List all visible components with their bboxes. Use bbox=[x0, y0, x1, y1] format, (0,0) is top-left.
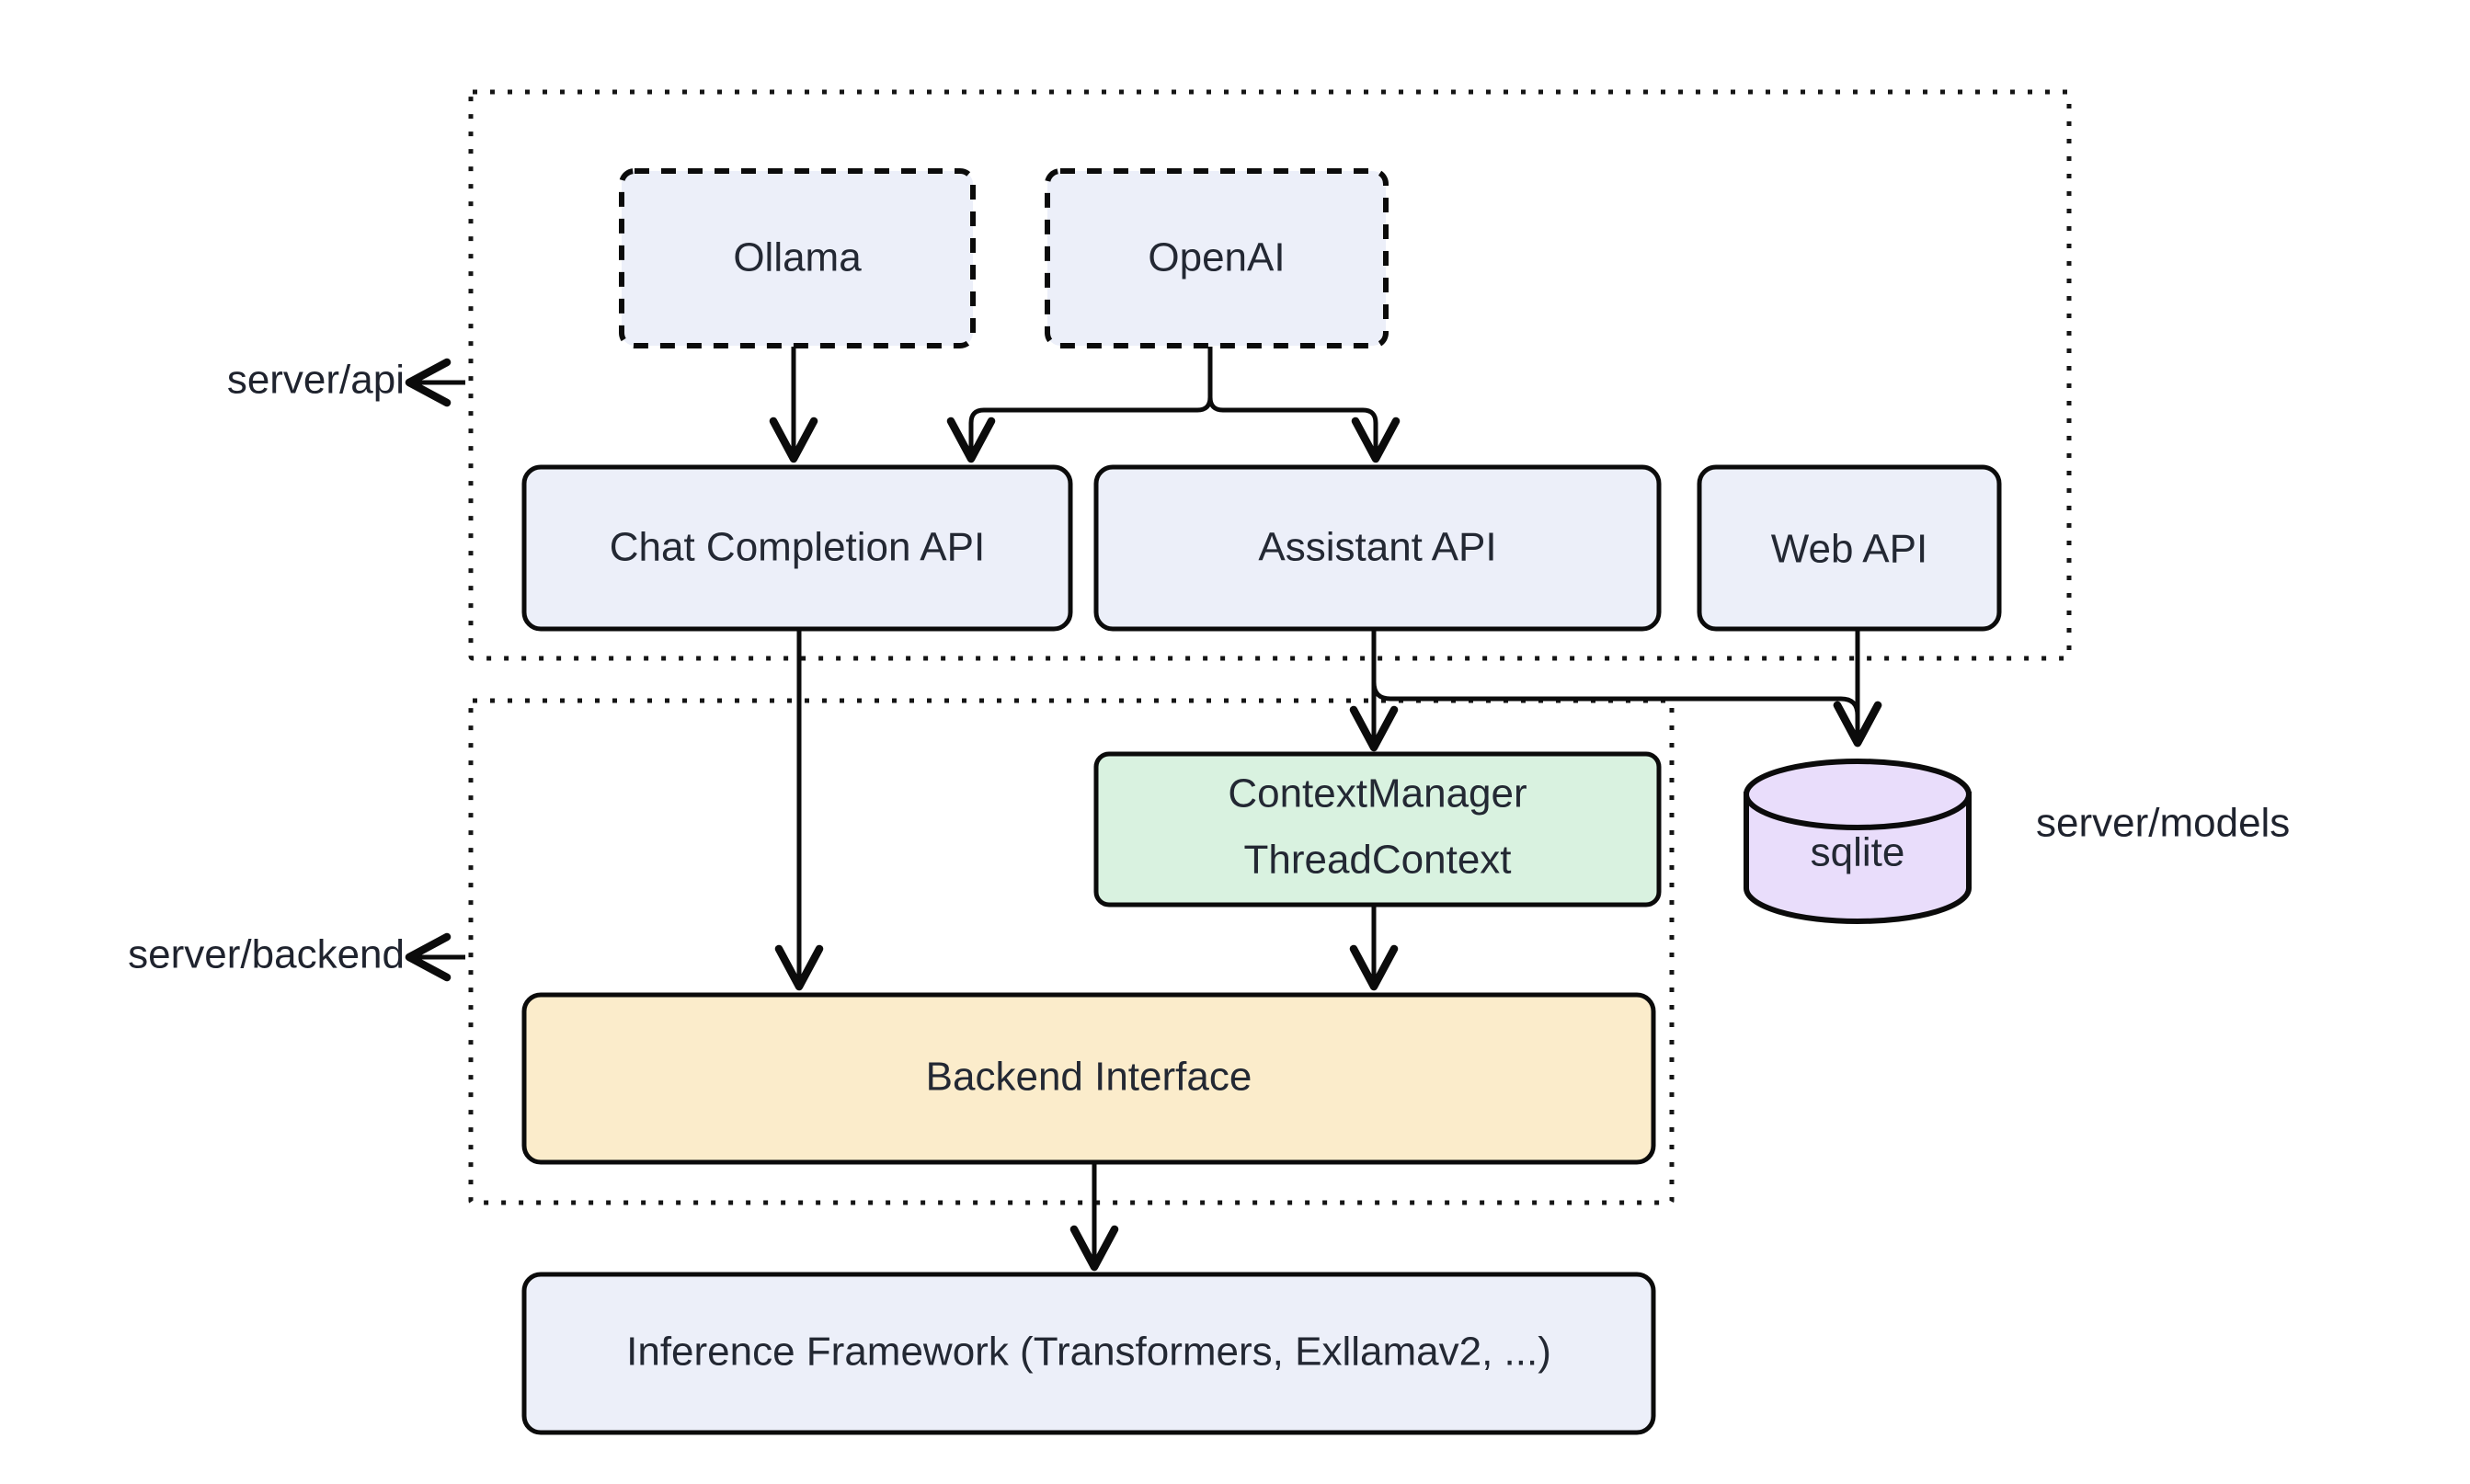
node-sqlite-body-shape[interactable] bbox=[1744, 792, 1972, 924]
node-inference-framework[interactable]: Inference Framework (Transformers, Exlla… bbox=[521, 1272, 1656, 1435]
node-assistant-api-shape[interactable] bbox=[1093, 464, 1662, 632]
node-backend-interface-shape[interactable] bbox=[521, 992, 1656, 1165]
node-assistant-api[interactable]: Assistant API bbox=[1093, 464, 1662, 632]
node-openai-shape[interactable] bbox=[1045, 168, 1389, 348]
group-label-server-backend: server/backend bbox=[128, 932, 405, 977]
node-chat-completion-api-shape[interactable] bbox=[521, 464, 1073, 632]
node-context-manager-label-line2: ThreadContext bbox=[1243, 838, 1511, 883]
node-context-manager-shape[interactable] bbox=[1093, 751, 1662, 908]
node-ollama[interactable]: Ollama bbox=[619, 168, 976, 348]
node-sqlite-label: sqlite bbox=[1811, 830, 1905, 875]
node-chat-completion-api[interactable]: Chat Completion API bbox=[521, 464, 1073, 632]
node-ollama-label: Ollama bbox=[733, 235, 862, 280]
node-chat-completion-api-label: Chat Completion API bbox=[610, 525, 985, 570]
node-inference-framework-shape[interactable] bbox=[521, 1272, 1656, 1435]
node-backend-interface-label: Backend Interface bbox=[926, 1055, 1252, 1100]
edge-openai-to-assistant-api bbox=[1207, 347, 1401, 463]
node-context-manager[interactable]: ContextManager ThreadContext bbox=[1093, 751, 1662, 908]
node-web-api-label: Web API bbox=[1771, 527, 1927, 572]
group-container-server-backend bbox=[468, 698, 1675, 1205]
node-web-api[interactable]: Web API bbox=[1697, 464, 2002, 632]
node-ollama-shape[interactable] bbox=[619, 168, 976, 348]
node-openai[interactable]: OpenAI bbox=[1045, 168, 1389, 348]
node-inference-framework-label: Inference Framework (Transformers, Exlla… bbox=[626, 1330, 1551, 1375]
node-openai-label: OpenAI bbox=[1148, 235, 1285, 280]
edge-assistant-api-to-sqlite bbox=[1371, 629, 1882, 748]
group-label-server-models: server/models bbox=[2036, 801, 2290, 846]
node-sqlite[interactable]: sqlite bbox=[1744, 759, 1972, 924]
group-label-server-api: server/api bbox=[227, 358, 405, 403]
node-assistant-api-label: Assistant API bbox=[1258, 525, 1496, 570]
node-context-manager-label-line1: ContextManager bbox=[1228, 771, 1527, 816]
node-backend-interface[interactable]: Backend Interface bbox=[521, 992, 1656, 1165]
edge-openai-to-chat-completion-api bbox=[946, 347, 1213, 463]
node-sqlite-top-shape[interactable] bbox=[1744, 759, 1972, 830]
node-web-api-shape[interactable] bbox=[1697, 464, 2002, 632]
